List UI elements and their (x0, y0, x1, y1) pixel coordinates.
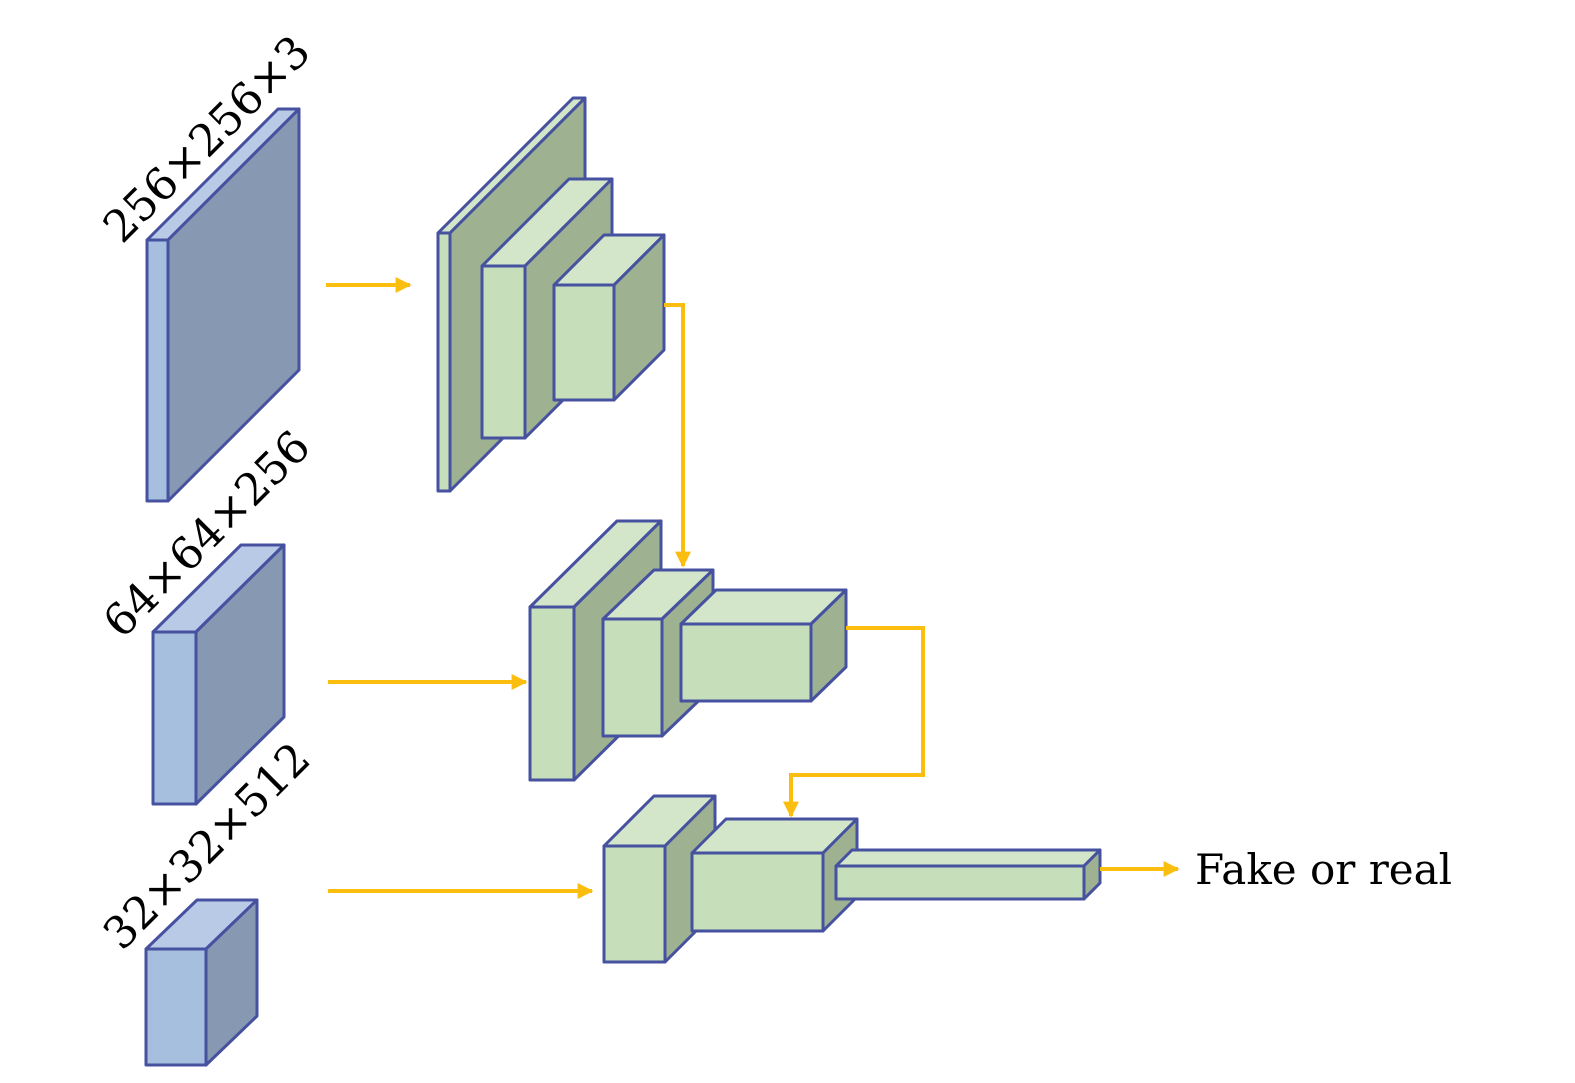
middle-branch-block-2-front (601, 617, 664, 738)
input-64-block-front (151, 630, 198, 806)
bottom-branch-block-2-front (690, 851, 825, 933)
top-branch-block-1-front (436, 231, 452, 493)
output-label: Fake or real (1195, 845, 1452, 894)
bottom-branch-block-1-front (602, 844, 667, 964)
input-256-block (145, 107, 301, 503)
top-branch-block-3 (552, 233, 666, 402)
top-branch-block-3-front (552, 283, 616, 402)
input-32-block-front (144, 947, 208, 1067)
input-64-block (151, 543, 286, 806)
bottom-branch-block-3 (834, 848, 1102, 901)
middle-branch-block-1-front (528, 605, 576, 782)
middle-branch-block-3-front (679, 622, 813, 703)
arrow-middle-to-bottom (783, 626, 925, 818)
top-branch-block-2-front (480, 264, 527, 440)
bottom-branch-block-2 (690, 817, 859, 933)
arrow-top-to-middle (664, 303, 691, 568)
input-256-block-front (145, 238, 170, 503)
middle-branch-block-3 (679, 588, 848, 703)
input-32-block (144, 898, 259, 1067)
bottom-branch-block-3-front (834, 864, 1086, 901)
bottom-branch-block-3-top (834, 848, 1102, 868)
